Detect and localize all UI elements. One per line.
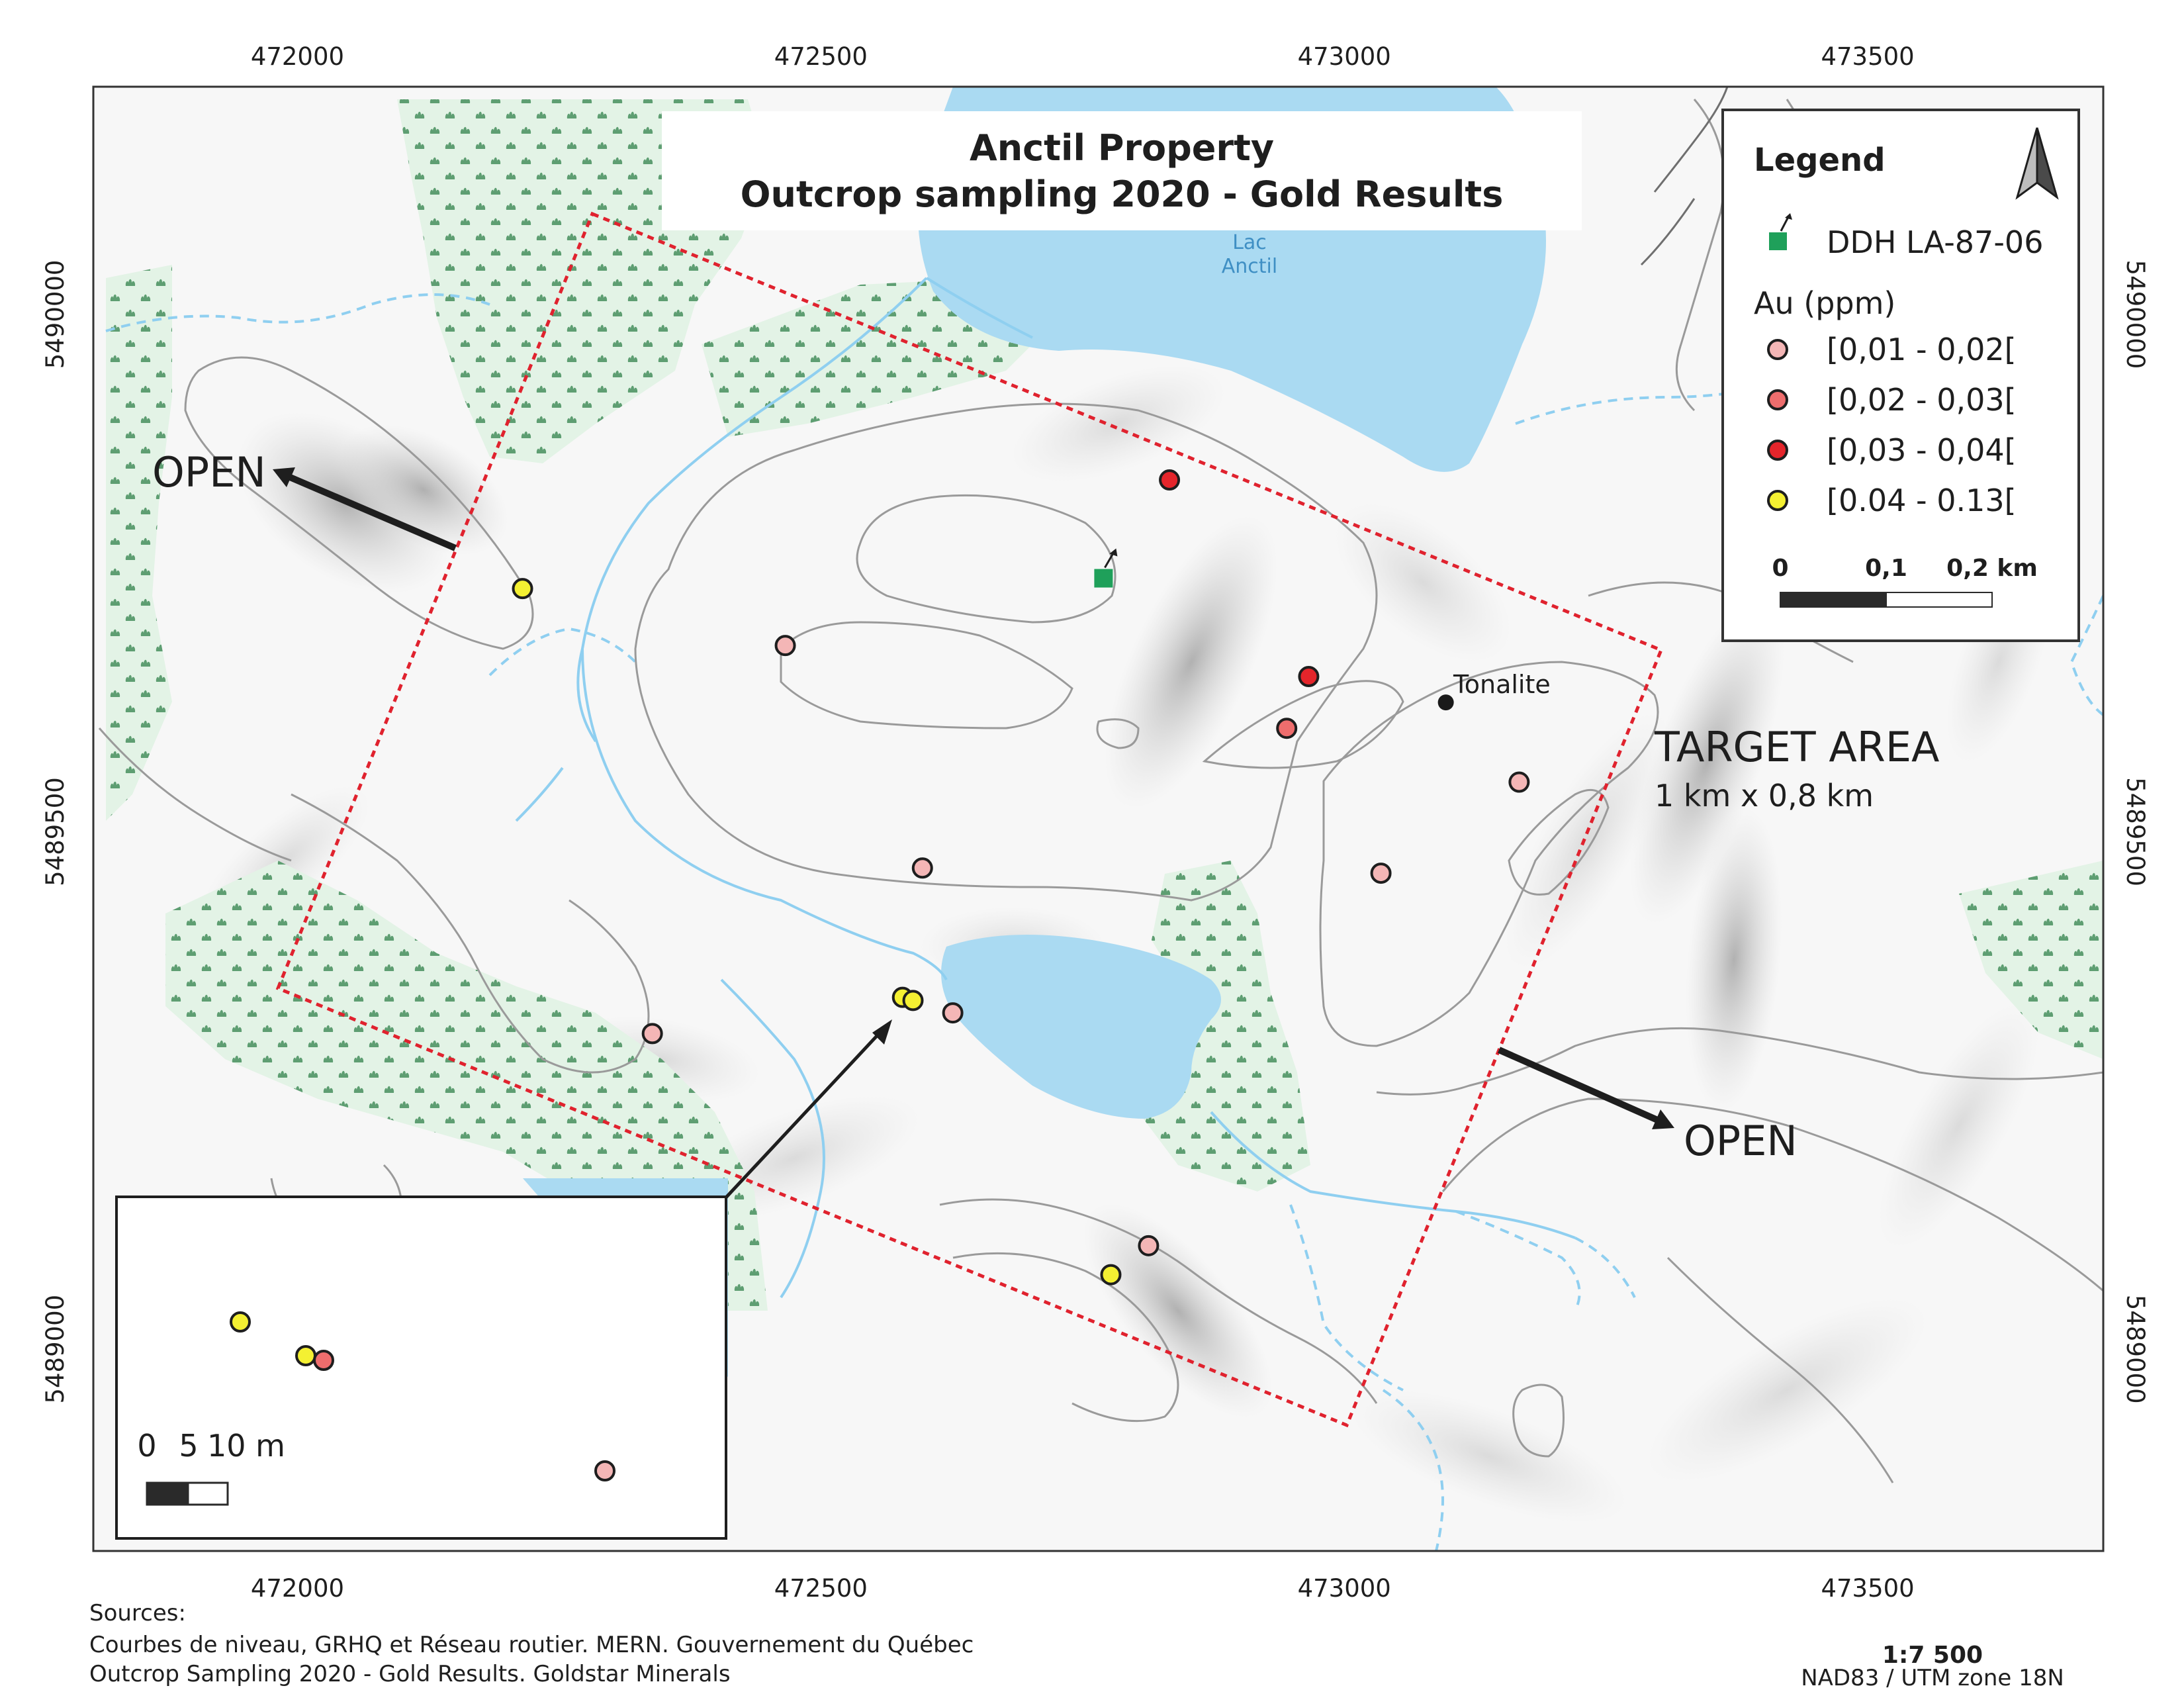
x-tick-label-bottom-0: 472000	[251, 1574, 344, 1603]
legend-class-symbol-0	[1767, 339, 1788, 360]
legend-class-symbol-2	[1767, 440, 1788, 461]
sample-point[interactable]	[774, 635, 796, 657]
au-legend-title: Au (ppm)	[1754, 285, 1895, 321]
source-line-1: Courbes de niveau, GRHQ et Réseau routie…	[89, 1632, 974, 1658]
inset-sample-points	[230, 1311, 615, 1481]
north-arrow-icon	[2015, 127, 2059, 200]
contour-lines	[98, 99, 2103, 1483]
sample-point[interactable]	[1100, 1264, 1122, 1286]
legend-scale-label-1: 0,1	[1865, 555, 1907, 582]
x-tick-label-bottom-1: 472500	[774, 1574, 868, 1603]
inset-scale-label-2: 10 m	[207, 1428, 285, 1464]
y-tick-label-left-1: 5489500	[41, 777, 69, 886]
legend-title: Legend	[1754, 142, 1886, 179]
inset-map: 0 5 10 m	[115, 1196, 727, 1540]
legend-class-symbol-1	[1767, 389, 1788, 410]
map-frame	[92, 85, 2105, 1552]
legend-box	[1721, 109, 2080, 642]
sources-title: Sources:	[89, 1600, 186, 1626]
sample-point[interactable]	[1138, 1235, 1160, 1256]
sample-point[interactable]	[1508, 771, 1530, 793]
target-area-title: TARGET AREA	[1654, 723, 1939, 771]
legend-class-label-3: [0.04 - 0.13[	[1827, 483, 2017, 518]
inset-frame	[115, 1196, 727, 1540]
map-title-line1: Anctil Property	[970, 127, 1274, 169]
x-tick-label-top-3: 473500	[1821, 42, 1914, 71]
sample-point[interactable]	[911, 857, 933, 879]
legend-class-label-0: [0,01 - 0,02[	[1827, 332, 2017, 367]
sample-point[interactable]	[942, 1002, 964, 1024]
roads	[1640, 87, 1729, 266]
legend-class-label-2: [0,03 - 0,04[	[1827, 432, 2017, 468]
inset-sample-point[interactable]	[313, 1350, 334, 1371]
x-tick-label-top-1: 472500	[774, 42, 868, 71]
sample-points-layer	[512, 469, 1530, 1286]
y-tick-label-right-1: 5489500	[2121, 777, 2150, 886]
legend-class-symbol-3	[1767, 490, 1788, 511]
y-tick-label-left-2: 5489000	[41, 1295, 69, 1404]
inset-scale-label-0: 0	[137, 1428, 156, 1464]
ddh-legend-icon	[1769, 213, 1792, 250]
inset-scalebar-dark	[146, 1481, 189, 1506]
inset-scale-label-1: 5	[179, 1428, 198, 1464]
y-tick-label-left-0: 5490000	[41, 260, 69, 369]
sample-point[interactable]	[1298, 666, 1320, 688]
legend-scalebar-light	[1886, 592, 1993, 608]
ddh-legend-label: DDH LA-87-06	[1827, 224, 2043, 260]
lake-label-line2: Anctil	[1222, 255, 1277, 278]
sample-point[interactable]	[902, 990, 924, 1011]
title-box	[662, 111, 1582, 230]
inset-pointer-arrow	[724, 1027, 886, 1199]
sample-point[interactable]	[1159, 469, 1181, 491]
y-tick-label-right-0: 5490000	[2121, 260, 2150, 369]
target-area-size: 1 km x 0,8 km	[1655, 778, 1874, 814]
y-tick-label-right-2: 5489000	[2121, 1295, 2150, 1404]
open-arrow-nw	[278, 469, 457, 551]
inset-sample-point[interactable]	[230, 1311, 251, 1333]
target-area-outline	[275, 211, 1664, 1428]
intermittent-streams	[105, 293, 2103, 1551]
small-lake	[941, 935, 1221, 1119]
inset-sample-point[interactable]	[295, 1345, 316, 1366]
source-line-2: Outcrop Sampling 2020 - Gold Results. Go…	[89, 1661, 731, 1687]
lake-label-line1: Lac	[1232, 231, 1267, 254]
legend-scale-label-0: 0	[1772, 555, 1788, 582]
inset-sample-point[interactable]	[594, 1460, 615, 1481]
map-title-line2: Outcrop sampling 2020 - Gold Results	[741, 173, 1504, 215]
open-label-se: OPEN	[1684, 1117, 1797, 1165]
au-legend-classes: [0,01 - 0,02[ [0,02 - 0,03[ [0,03 - 0,04[ […	[1767, 332, 2017, 518]
ddh-marker-icon[interactable]	[1094, 548, 1118, 588]
inset-scalebar-light	[187, 1481, 229, 1506]
legend-scalebar-dark	[1780, 592, 1887, 608]
legend: Legend DDH LA-87-06 Au (ppm) [0,01 - 0,0…	[1721, 109, 2080, 642]
legend-scale-label-2: 0,2 km	[1946, 555, 2038, 582]
map-crs: NAD83 / UTM zone 18N	[1801, 1665, 2064, 1688]
sample-point[interactable]	[1370, 863, 1392, 884]
x-tick-label-bottom-2: 473000	[1298, 1574, 1391, 1603]
tonalite-point[interactable]	[1437, 694, 1454, 711]
open-label-nw: OPEN	[152, 448, 266, 496]
coordinate-grid-labels: 472000 472000 472500 472500 473000 473000 4735…	[41, 42, 2150, 1603]
tonalite-label: Tonalite	[1453, 670, 1551, 699]
x-tick-label-bottom-3: 473500	[1821, 1574, 1914, 1603]
sample-point[interactable]	[641, 1023, 663, 1045]
x-tick-label-top-2: 473000	[1298, 42, 1391, 71]
x-tick-label-top-0: 472000	[251, 42, 344, 71]
open-arrow-se	[1497, 1047, 1668, 1127]
legend-class-label-1: [0,02 - 0,03[	[1827, 382, 2017, 418]
sample-point[interactable]	[512, 578, 533, 600]
sample-point[interactable]	[1276, 718, 1298, 739]
map-scale-ratio: 1:7 500	[1882, 1642, 1983, 1669]
